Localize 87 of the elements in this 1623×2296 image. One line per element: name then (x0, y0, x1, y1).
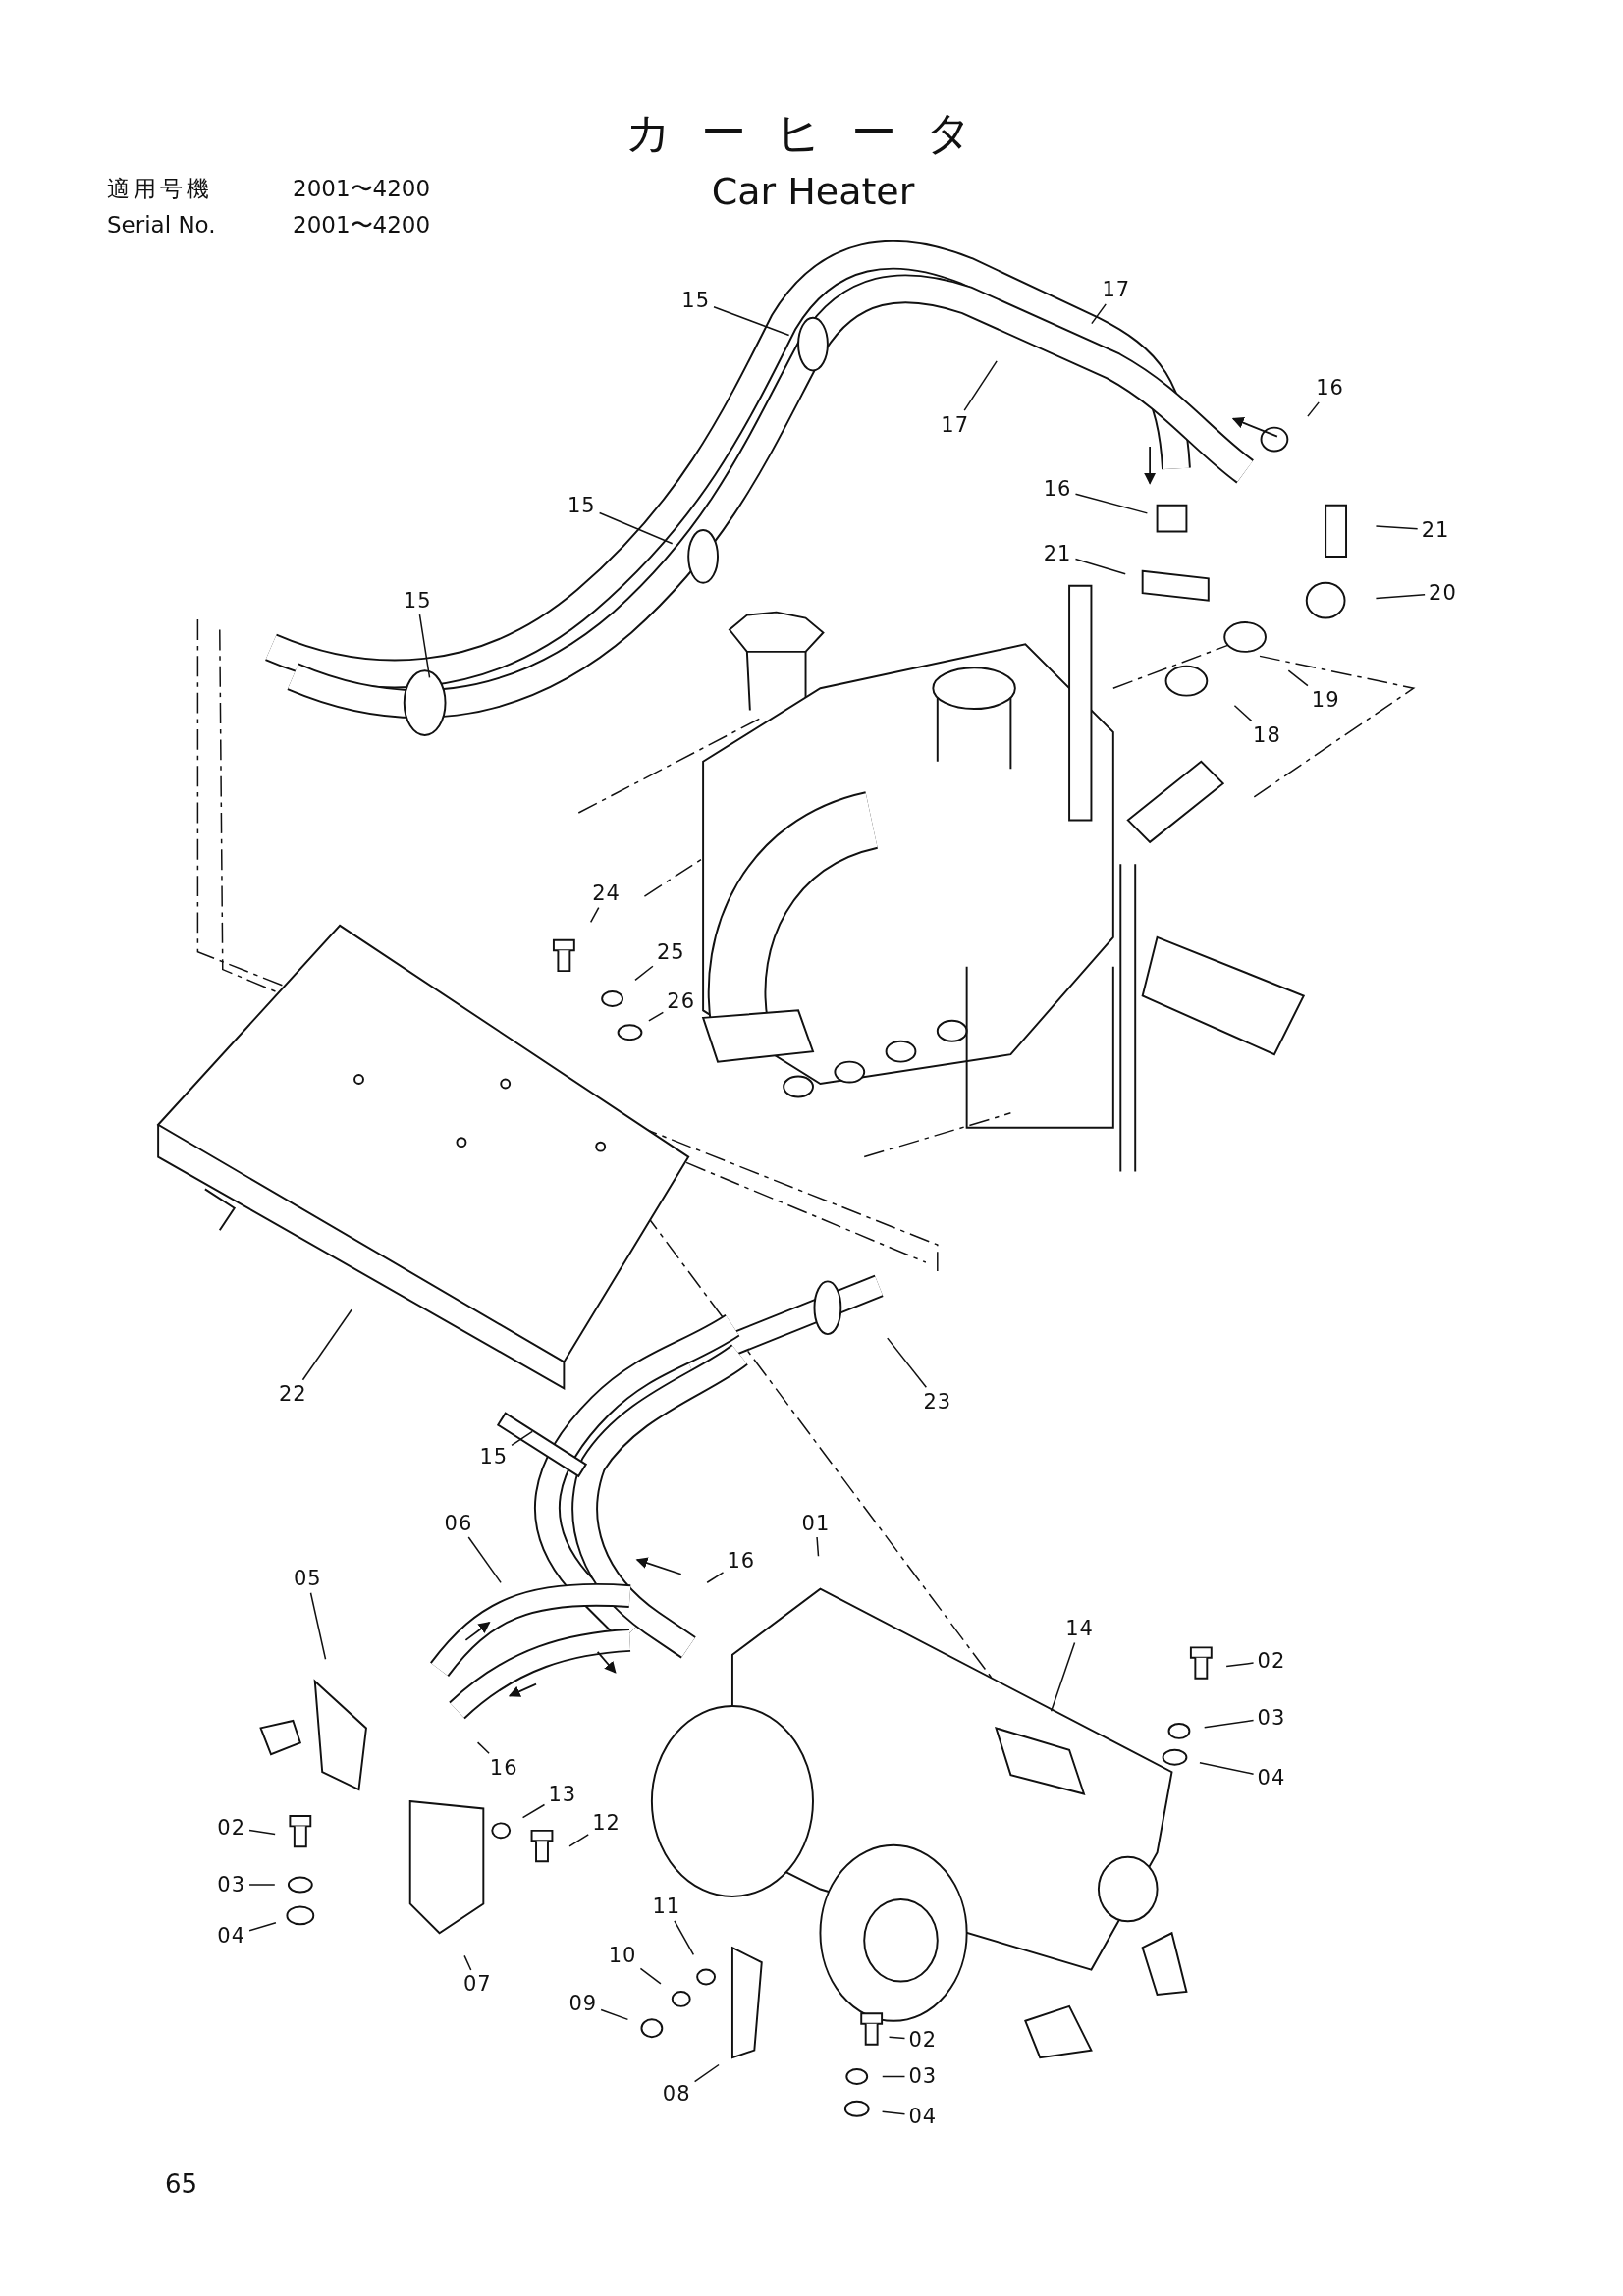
leader-line (521, 1803, 546, 1819)
leader-line (1375, 525, 1419, 530)
callout-number: 07 (463, 1974, 492, 1995)
callout-number: 03 (1257, 1707, 1286, 1729)
callout-number: 15 (681, 290, 710, 311)
leader-line (1287, 669, 1309, 687)
callout-number: 24 (592, 882, 621, 904)
leader-line (881, 2110, 906, 2115)
leader-line (589, 906, 600, 924)
callout-number: 22 (279, 1383, 307, 1405)
callout-number: 02 (908, 2029, 938, 2051)
leader-line (693, 2063, 720, 2083)
leader-line (476, 1741, 490, 1754)
leader-line (639, 1967, 662, 1985)
callout-number: 04 (1257, 1767, 1286, 1789)
callout-number: 09 (568, 1993, 598, 2014)
leader-line (1091, 303, 1107, 325)
callout-number: 20 (1429, 582, 1457, 604)
leader-line (600, 2008, 629, 2021)
leader-line (248, 1922, 277, 1932)
callout-number: 13 (548, 1784, 577, 1805)
serial-range: 2001〜4200 (293, 214, 431, 237)
leader-line (309, 1592, 327, 1661)
leader-line (1225, 1662, 1255, 1668)
title: カーヒータ (624, 110, 1001, 155)
callout-number: 23 (923, 1391, 952, 1413)
subtitle: Car Heater (711, 173, 915, 210)
callout-number: 05 (293, 1568, 322, 1589)
leader-line (882, 2075, 906, 2078)
callout-number: 03 (217, 1874, 246, 1896)
leader-line (634, 965, 654, 982)
leader-line (511, 1430, 533, 1447)
callout-number: 06 (444, 1513, 473, 1534)
applicable-model-label: 適用号機 (107, 178, 213, 200)
callout-number: 08 (662, 2083, 691, 2105)
leader-line (248, 1884, 276, 1886)
callout-number: 02 (217, 1817, 246, 1839)
callout-number: 10 (608, 1945, 637, 1966)
callout-number: 04 (217, 1925, 246, 1947)
callout-number: 02 (1257, 1650, 1286, 1672)
callout-number: 25 (656, 941, 685, 963)
leader-line (648, 1011, 665, 1022)
leader-line (1203, 1719, 1255, 1729)
callout-number: 16 (489, 1757, 518, 1779)
leader-line (887, 1337, 928, 1388)
leader-line (963, 360, 998, 411)
leader-line (1074, 493, 1149, 514)
leader-line (674, 1920, 695, 1956)
leader-line (1307, 401, 1320, 417)
leader-line (248, 1829, 276, 1836)
leader-line (1199, 1761, 1255, 1775)
callout-number: 11 (652, 1896, 681, 1917)
callout-number: 12 (592, 1812, 621, 1834)
callout-number: 21 (1421, 519, 1450, 541)
leader-line (713, 305, 790, 337)
leader-line (1050, 1641, 1076, 1713)
leader-line (888, 2036, 906, 2040)
callout-number: 15 (403, 590, 432, 612)
callout-number: 15 (479, 1446, 509, 1468)
leader-line (1233, 705, 1253, 722)
leader-line (463, 1954, 472, 1971)
leader-line (1375, 593, 1426, 600)
callout-number: 26 (667, 990, 696, 1012)
leader-line (467, 1536, 502, 1584)
leader-line (598, 511, 674, 545)
leader-line (418, 614, 431, 679)
leader-line (816, 1536, 820, 1558)
serial-label: Serial No. (107, 214, 216, 237)
serial-range: 2001〜4200 (293, 178, 431, 200)
leader-line (1074, 558, 1126, 575)
callout-number: 16 (727, 1550, 756, 1572)
callout-number: 17 (941, 414, 970, 436)
callout-number: 18 (1253, 724, 1281, 746)
callout-number: 16 (1316, 377, 1344, 399)
callout-number: 16 (1043, 478, 1072, 500)
leader-line (568, 1834, 589, 1847)
callout-number: 04 (908, 2106, 938, 2127)
callout-number: 21 (1043, 543, 1072, 564)
page-number: 65 (165, 2171, 198, 2197)
callout-number: 14 (1065, 1618, 1094, 1639)
callout-number: 17 (1102, 279, 1131, 300)
callout-number: 01 (801, 1513, 831, 1534)
leader-line (301, 1308, 352, 1381)
callout-number: 19 (1311, 689, 1340, 711)
callout-number: 15 (567, 495, 596, 516)
callout-number: 03 (908, 2065, 938, 2087)
leader-line (706, 1572, 725, 1583)
